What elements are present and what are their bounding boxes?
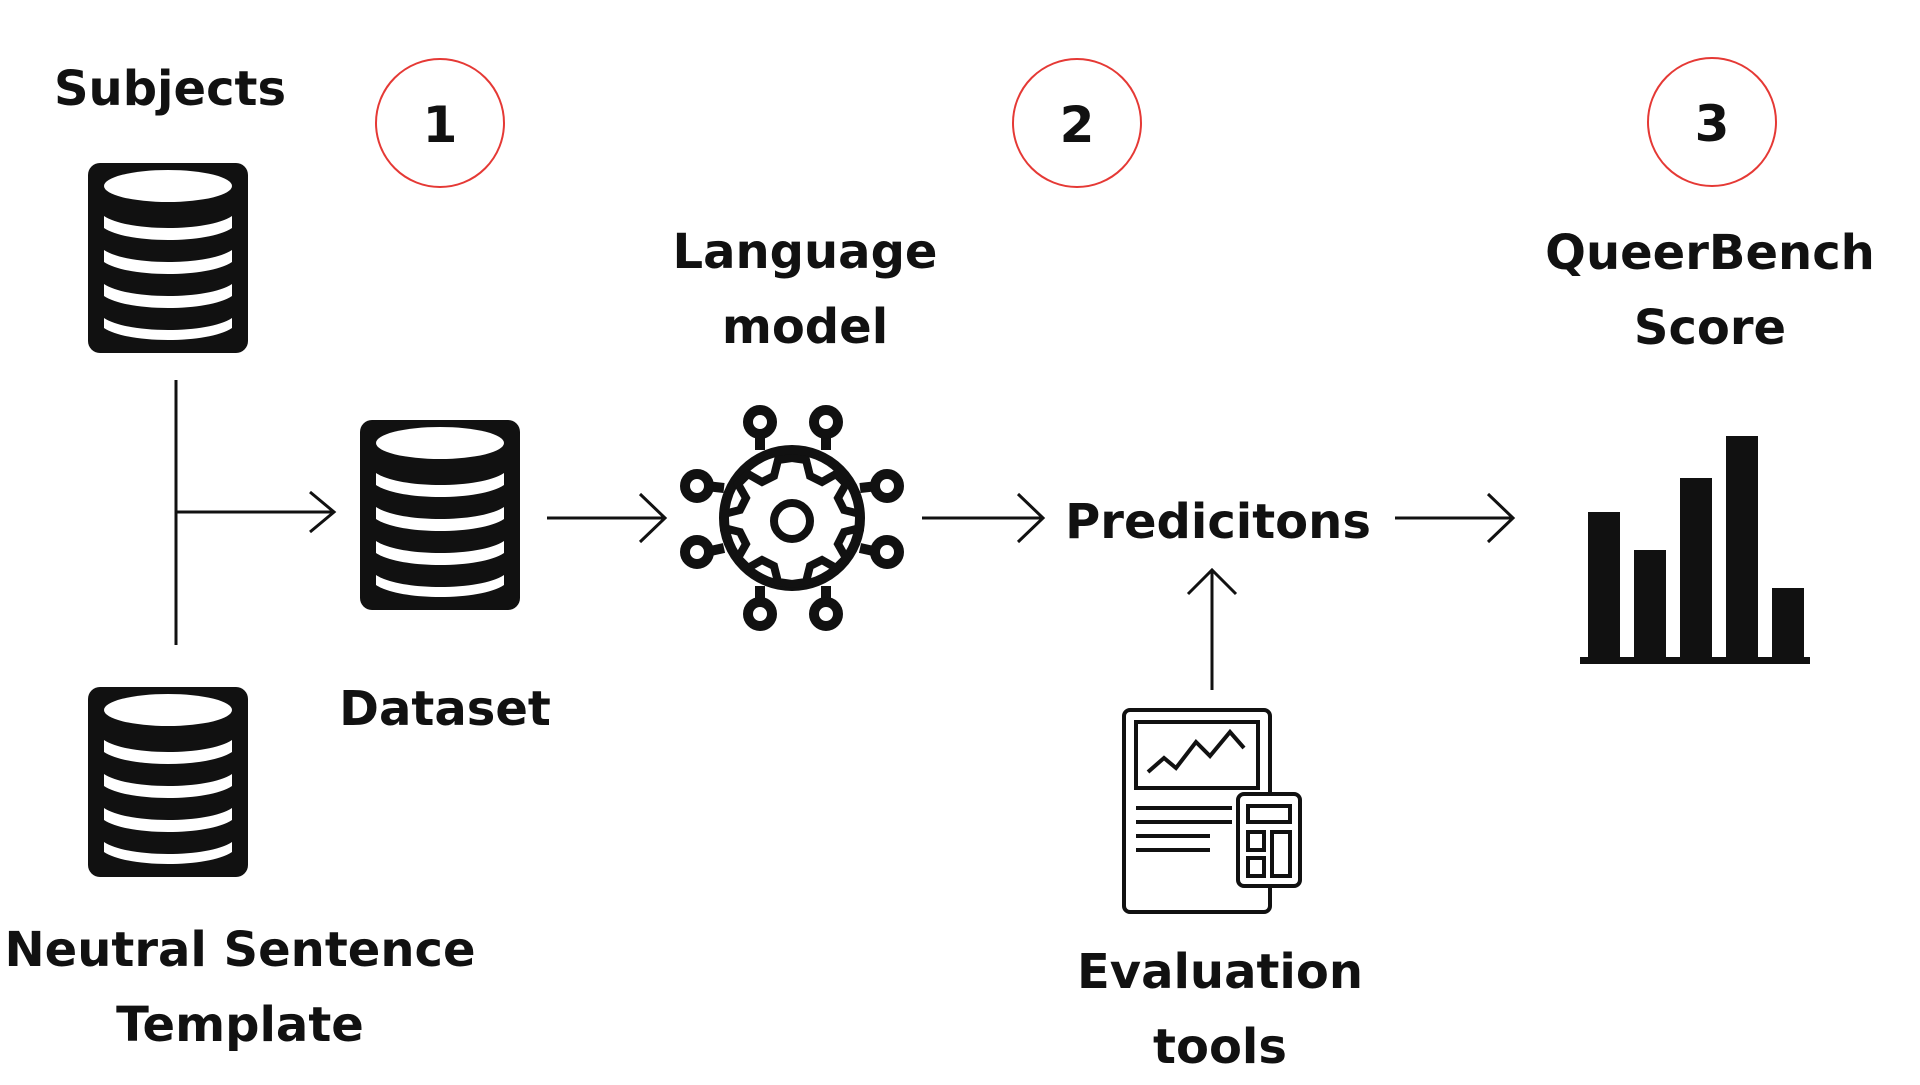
- step-1-badge: 1: [375, 58, 505, 188]
- arrow-dataset-to-model: [547, 492, 668, 544]
- evaluation-tools-line1: Evaluation: [1076, 944, 1364, 1000]
- step-2-number: 2: [1060, 96, 1095, 154]
- queerbench-score-line1: QueerBench: [1545, 225, 1875, 281]
- neural-gear-icon: [680, 405, 904, 631]
- subjects-database-icon: [88, 163, 248, 353]
- bar-chart-icon: [1580, 436, 1810, 664]
- step-3-number: 3: [1695, 95, 1730, 153]
- evaluation-tools-label: Evaluation tools: [1060, 935, 1380, 1085]
- report-calculator-icon: [1122, 708, 1302, 914]
- arrow-predictions-to-score: [1395, 492, 1516, 544]
- arrow-model-to-predictions: [922, 492, 1046, 544]
- merge-connector: [174, 380, 337, 645]
- queerbench-score-line2: Score: [1633, 300, 1787, 356]
- neutral-template-label: Neutral Sentence Template: [0, 913, 480, 1063]
- evaluation-tools-line2: tools: [1153, 1019, 1287, 1075]
- step-1-number: 1: [423, 96, 458, 154]
- subjects-label: Subjects: [53, 61, 287, 117]
- language-model-line2: model: [721, 299, 889, 355]
- neutral-template-line2: Template: [116, 997, 364, 1053]
- neutral-template-database-icon: [88, 687, 248, 877]
- step-2-badge: 2: [1012, 58, 1142, 188]
- predictions-label: Predicitons: [1065, 494, 1371, 550]
- language-model-label: Language model: [645, 215, 965, 365]
- dataset-database-icon: [360, 420, 520, 610]
- queerbench-score-label: QueerBench Score: [1530, 216, 1890, 366]
- language-model-line1: Language: [672, 224, 938, 280]
- arrow-tools-to-predictions: [1186, 567, 1238, 690]
- neutral-template-line1: Neutral Sentence: [4, 922, 476, 978]
- step-3-badge: 3: [1647, 57, 1777, 187]
- dataset-label: Dataset: [339, 681, 551, 737]
